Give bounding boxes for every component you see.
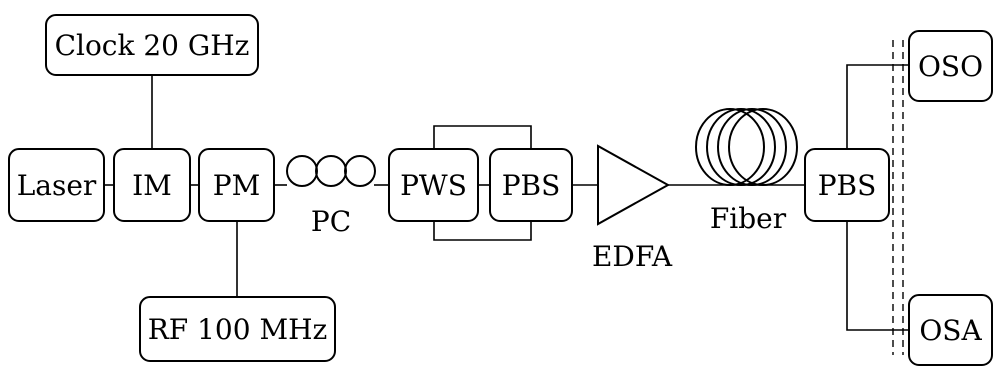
pc-loop-1 [286, 155, 318, 187]
pc-label: PC [310, 205, 352, 238]
osa-label: OSA [919, 313, 982, 347]
edfa-label: EDFA [591, 240, 673, 273]
pc-loops [286, 155, 376, 187]
dashed-separators [892, 40, 904, 355]
pbs-box-1: PBS [489, 148, 573, 222]
oso-box: OSO [908, 30, 993, 102]
oso-label: OSO [917, 49, 984, 83]
laser-label: Laser [16, 168, 97, 202]
pc-loop-3 [344, 155, 376, 187]
bypass-bottom [433, 222, 532, 241]
rf-box: RF 100 MHz [139, 296, 336, 362]
pm-label: PM [212, 168, 261, 202]
fiber-spool [695, 108, 798, 186]
laser-box: Laser [8, 148, 105, 222]
pm-box: PM [198, 148, 275, 222]
clock-box: Clock 20 GHz [45, 14, 259, 76]
rf-label: RF 100 MHz [147, 312, 328, 346]
im-box: IM [113, 148, 191, 222]
osa-box: OSA [908, 294, 993, 366]
pws-box: PWS [388, 148, 479, 222]
pbs-box-2: PBS [804, 148, 890, 222]
pws-label: PWS [400, 168, 467, 202]
wire-pbs2-osa [846, 222, 908, 331]
bypass-top [433, 125, 532, 148]
clock-label: Clock 20 GHz [54, 28, 250, 62]
wire-pbs2-oso [846, 64, 908, 148]
im-label: IM [132, 168, 172, 202]
pbs-label-2: PBS [817, 168, 877, 202]
pc-loop-2 [315, 155, 347, 187]
edfa-triangle [597, 144, 671, 226]
fiber-label: Fiber [709, 202, 787, 235]
pbs-label-1: PBS [501, 168, 561, 202]
